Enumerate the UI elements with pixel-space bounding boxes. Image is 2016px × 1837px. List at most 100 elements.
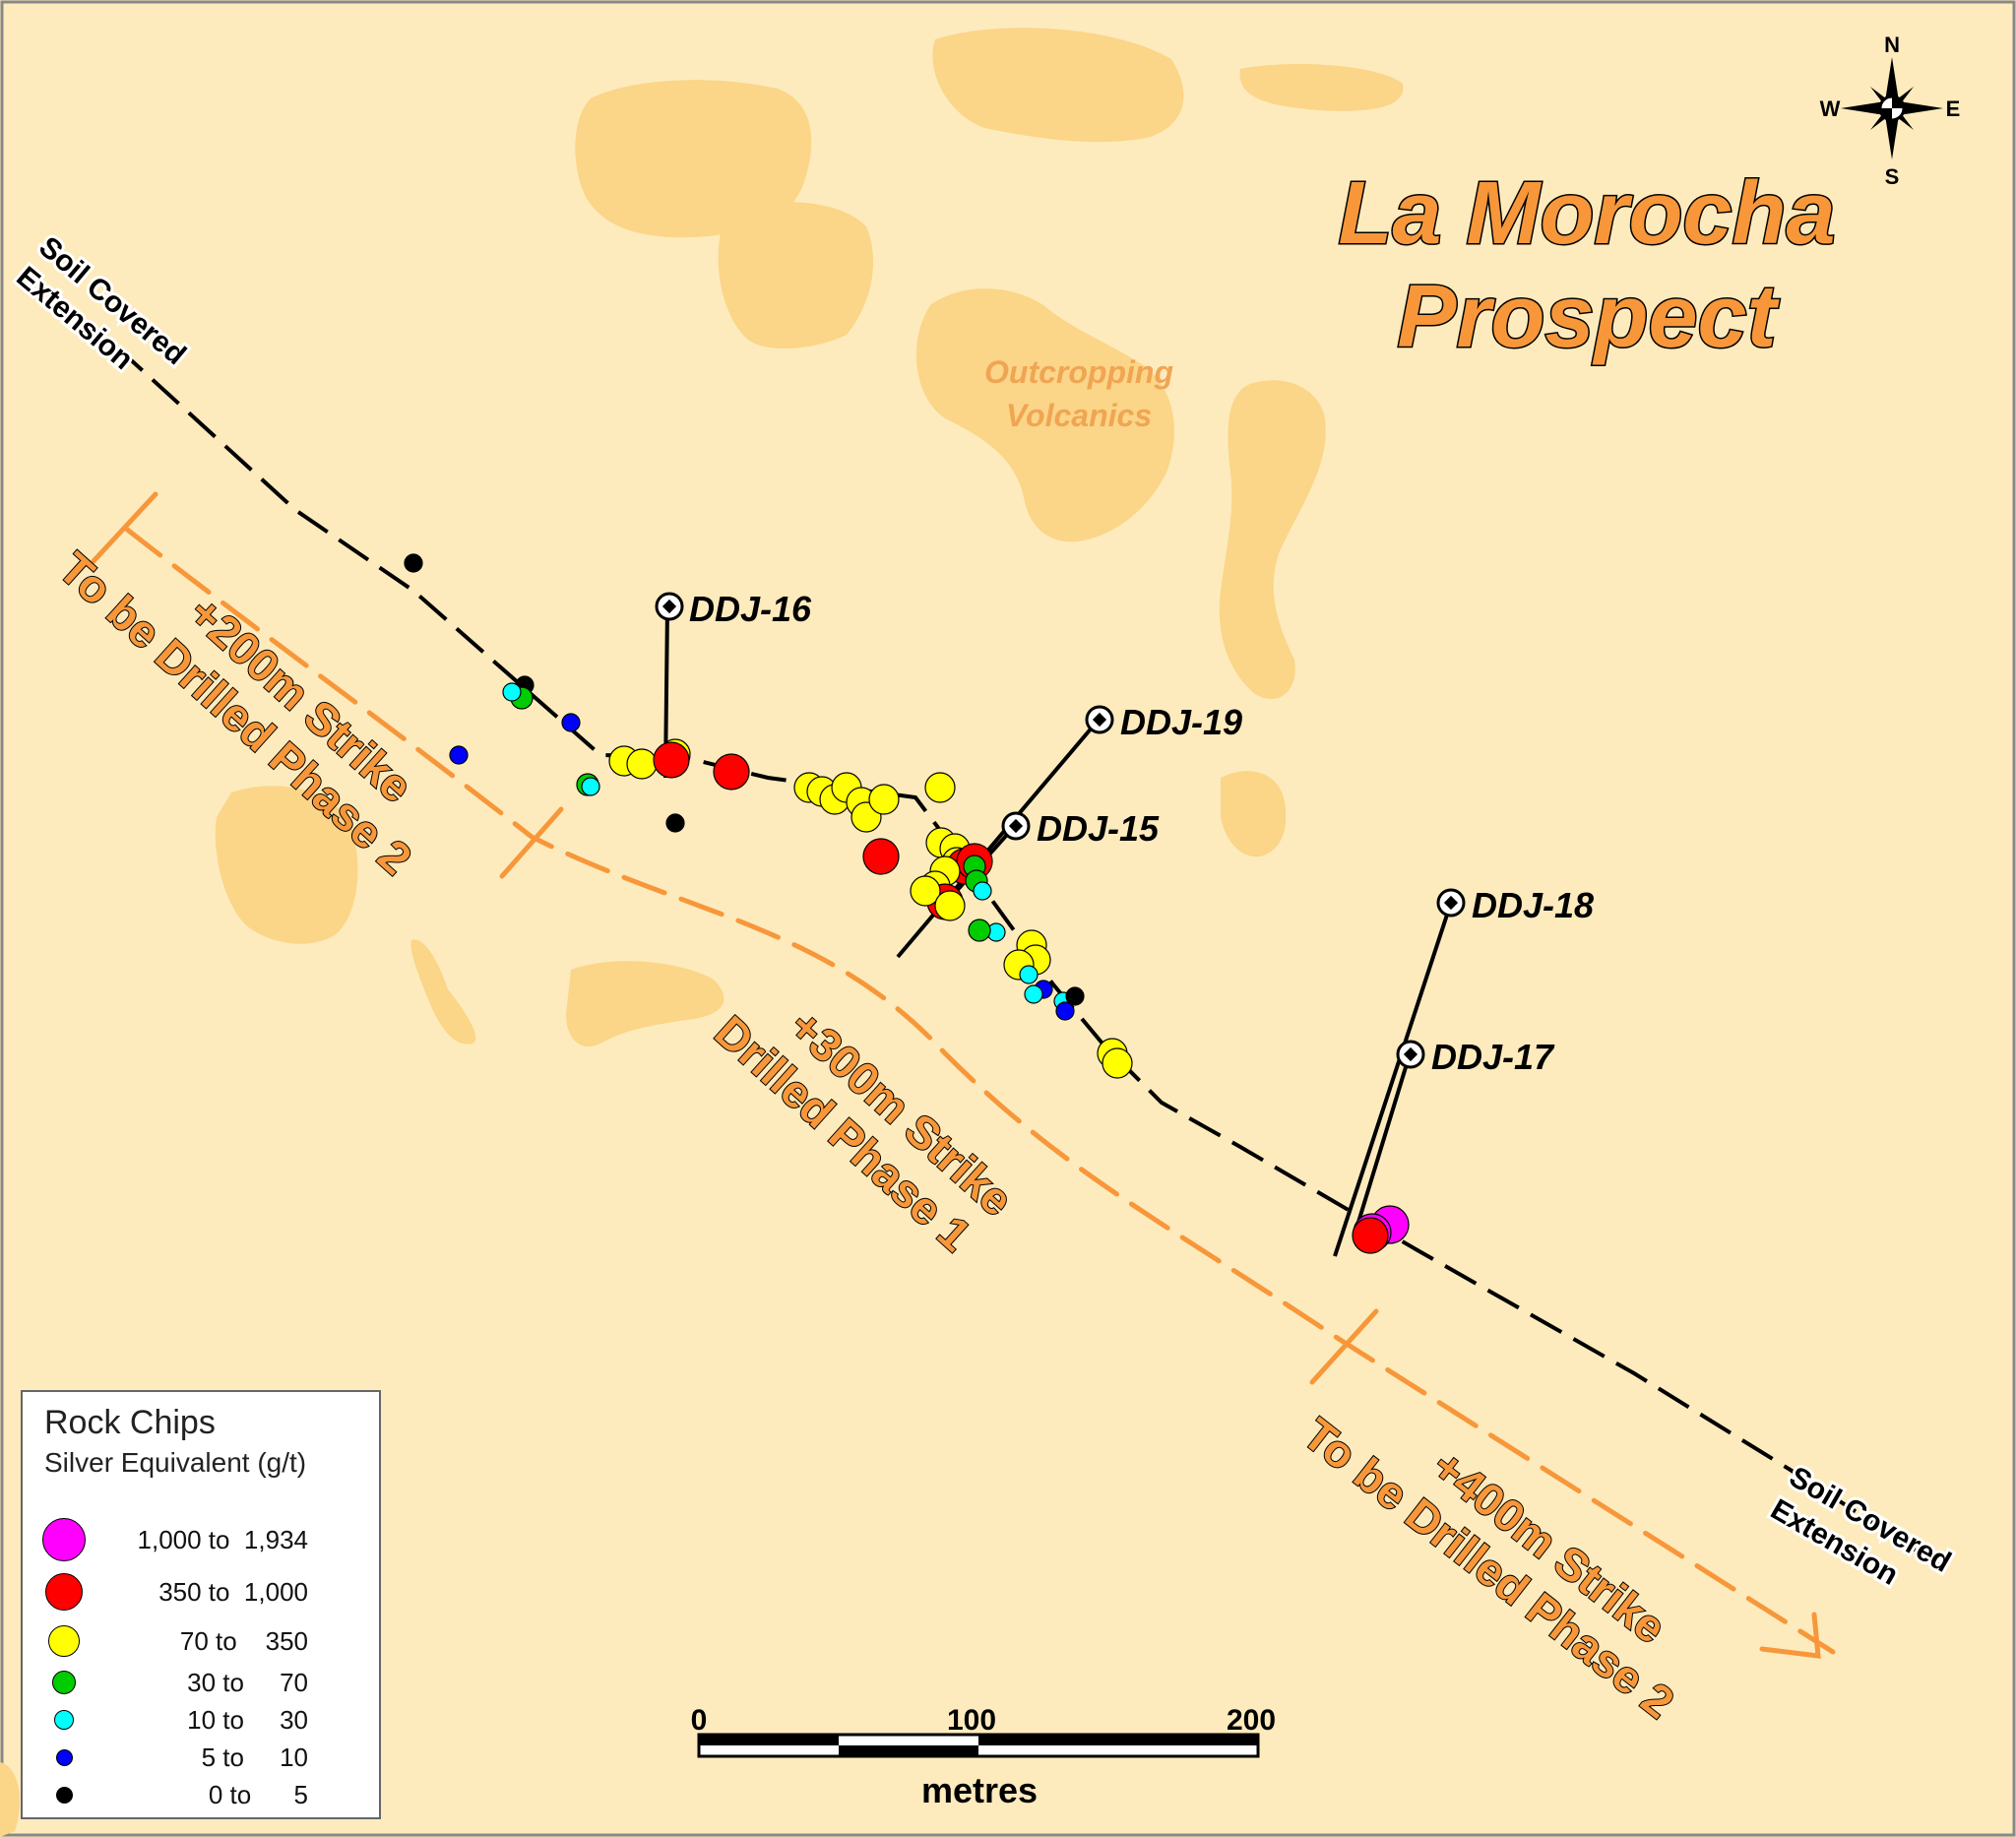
outcrop-polygon — [718, 202, 874, 349]
strike-outline — [91, 491, 1836, 1659]
rock-chip-sample — [973, 881, 992, 901]
legend-range: 70 to 350 — [152, 1626, 308, 1656]
legend-row: 1,000 to 1,934 — [23, 1518, 383, 1561]
collar-ddj-17[interactable] — [1396, 1040, 1425, 1069]
rock-chip-sample — [934, 890, 966, 921]
outcrop-polygon — [1221, 771, 1287, 857]
legend-subtitle: Silver Equivalent (g/t) — [44, 1447, 307, 1478]
rock-chip-sample — [862, 838, 900, 875]
drill-trace — [896, 718, 1101, 959]
outcrop-polygon — [1239, 64, 1404, 111]
compass-rose-icon: N S E W — [1820, 32, 1961, 189]
legend-row: 70 to 350 — [23, 1621, 383, 1661]
rock-chip-sample — [1024, 984, 1043, 1004]
drill-label-ddj-19: DDJ-19 — [1120, 702, 1242, 742]
rock-chip-sample — [713, 753, 750, 791]
legend-row: 30 to 70 — [23, 1663, 383, 1702]
outcrop-polygon — [575, 80, 812, 238]
legend-swatch — [54, 1710, 74, 1730]
rock-chip-sample — [968, 918, 991, 942]
map-title-line2: Prospect — [1397, 268, 1780, 366]
outcrop-label-line1: Outcropping — [984, 354, 1173, 390]
drill-collars — [655, 592, 1466, 1069]
rock-chip-sample — [502, 682, 522, 702]
legend-row: 0 to 5 — [23, 1775, 383, 1814]
legend-swatch — [42, 1518, 86, 1561]
collar-ddj-18[interactable] — [1436, 888, 1466, 918]
rock-chip-sample — [404, 553, 423, 573]
legend-range: 1,000 to 1,934 — [130, 1525, 309, 1554]
collar-ddj-15[interactable] — [1001, 811, 1031, 841]
compass-point-e — [1899, 101, 1943, 115]
legend-swatch — [55, 1786, 73, 1804]
outcrop-label-line2: Volcanics — [1006, 398, 1152, 433]
legend-row: 5 to 10 — [23, 1738, 383, 1777]
strike-arrowhead — [1759, 1612, 1821, 1659]
legend: Rock Chips Silver Equivalent (g/t) 1,000… — [21, 1390, 381, 1819]
legend-swatch — [45, 1573, 83, 1611]
compass-w-label: W — [1820, 96, 1841, 121]
outcrop-polygon — [932, 28, 1184, 143]
outcrop-polygon — [215, 786, 358, 944]
drill-label-ddj-15: DDJ-15 — [1037, 808, 1160, 849]
outcrop-polygons — [0, 28, 1404, 1837]
drill-label-ddj-17: DDJ-17 — [1431, 1037, 1555, 1077]
legend-range: 10 to 30 — [158, 1705, 308, 1735]
legend-range: 5 to 10 — [165, 1742, 308, 1772]
legend-row: 10 to 30 — [23, 1700, 383, 1740]
collar-ddj-19[interactable] — [1085, 705, 1114, 734]
scale-bar-segment — [699, 1735, 839, 1745]
collar-diamond — [1443, 895, 1459, 911]
map-title-line1: La Morocha — [1338, 164, 1835, 263]
rock-chip-sample — [1065, 986, 1085, 1006]
compass-point-w — [1841, 101, 1885, 115]
compass-n-label: N — [1884, 32, 1900, 57]
outcrop-polygon — [410, 939, 476, 1045]
collar-diamond — [1092, 712, 1107, 728]
legend-range: 30 to 70 — [158, 1668, 308, 1697]
outcrop-polygon — [566, 961, 724, 1047]
scale-bar-segment — [978, 1735, 1258, 1745]
rock-chip-sample — [910, 875, 941, 907]
compass-s-label: S — [1885, 164, 1900, 189]
compass-point-s — [1885, 115, 1899, 159]
legend-range: 0 to 5 — [172, 1780, 308, 1809]
compass-hub-quarter — [1892, 96, 1904, 108]
drill-label-ddj-16: DDJ-16 — [689, 589, 812, 629]
compass-hub-quarter — [1880, 108, 1892, 120]
structure-trace — [114, 345, 1941, 1567]
rock-chip-sample — [924, 772, 956, 803]
legend-range: 350 to 1,000 — [137, 1577, 308, 1607]
collar-diamond — [1403, 1046, 1418, 1062]
rock-chip-sample — [1102, 1047, 1133, 1079]
rock-chip-sample — [1019, 965, 1039, 984]
rock-chip-sample — [561, 713, 581, 732]
drill-trace — [1354, 1053, 1412, 1230]
rock-chip-sample — [626, 748, 658, 780]
collar-diamond — [662, 599, 677, 614]
outcrop-polygon — [1219, 380, 1326, 700]
legend-title: Rock Chips — [44, 1404, 216, 1441]
drill-label-ddj-18: DDJ-18 — [1472, 885, 1594, 925]
strike-segment-tick — [1309, 1308, 1379, 1385]
scale-bar-segment — [839, 1745, 978, 1756]
scale-unit: metres — [921, 1770, 1038, 1810]
legend-swatch — [48, 1625, 80, 1657]
rock-chip-samples — [404, 553, 1410, 1254]
collar-ddj-16[interactable] — [655, 592, 684, 621]
scale-tick-200: 200 — [1227, 1704, 1276, 1737]
rock-chip-sample — [1352, 1217, 1389, 1254]
drill-trace — [1333, 902, 1453, 1257]
rock-chip-sample — [449, 745, 469, 765]
rock-chip-sample — [653, 741, 690, 779]
rock-chip-sample — [581, 777, 600, 796]
outcrop-polygon — [915, 288, 1174, 542]
collar-diamond — [1008, 818, 1024, 834]
strike-outline-line — [123, 526, 1836, 1655]
rock-chip-sample — [868, 784, 900, 815]
scale-tick-0: 0 — [691, 1704, 708, 1737]
scale-bar: 0 100 200 metres — [691, 1704, 1276, 1810]
legend-swatch — [52, 1671, 76, 1694]
